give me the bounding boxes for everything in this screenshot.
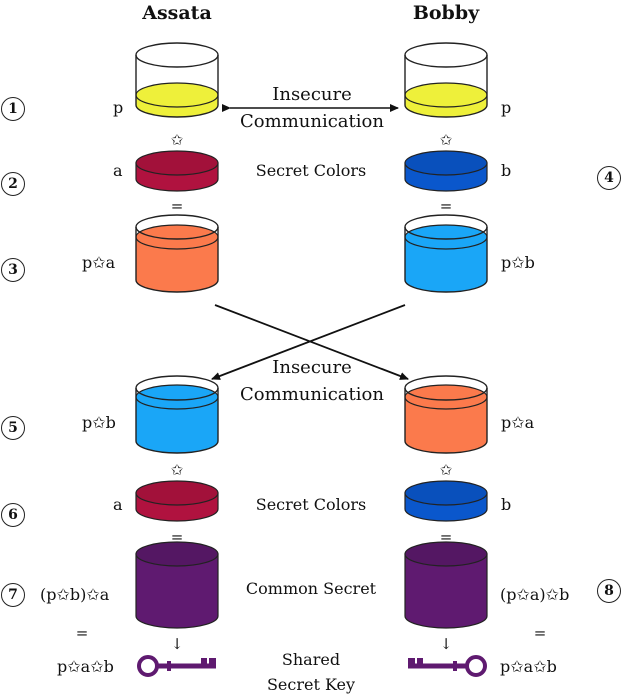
assata-header: Assata <box>142 2 212 24</box>
common-secret-can-right <box>404 541 488 629</box>
communication-label-1: Communication <box>240 111 384 132</box>
bobby-header: Bobby <box>412 2 480 24</box>
step-6-marker: 6 <box>1 503 25 527</box>
down-arrow: ↓ <box>170 635 184 653</box>
secret-b-label-2: b <box>501 495 512 514</box>
equals-operator: = <box>75 624 89 642</box>
star-operator: ✩ <box>439 131 453 149</box>
step-3-marker: 3 <box>1 258 25 282</box>
star-operator: ✩ <box>439 461 453 479</box>
insecure-label-1: Insecure <box>272 84 352 105</box>
received-can-orange-right <box>404 375 488 454</box>
equals-operator: = <box>170 197 184 215</box>
mix-pb-right-label: p✩b <box>501 253 535 272</box>
mix-can-sky-right <box>404 214 488 293</box>
equals-operator: = <box>439 197 453 215</box>
common-left-label: (p✩b)✩a <box>40 585 110 604</box>
secret-color-crimson-2 <box>135 480 219 522</box>
common-right-label: (p✩a)✩b <box>500 585 570 604</box>
mix-pb-left-label: p✩b <box>82 413 116 432</box>
communication-label-2: Communication <box>240 384 384 405</box>
secret-a-label-2: a <box>113 495 123 514</box>
step-1-marker: 1 <box>1 97 25 121</box>
step-5-marker: 5 <box>1 416 25 440</box>
equals-operator: = <box>439 528 453 546</box>
star-operator: ✩ <box>170 131 184 149</box>
shared-key-icon-right <box>408 655 487 677</box>
mix-can-orange-left <box>135 214 219 293</box>
secret-color-blue-2 <box>404 480 488 522</box>
received-can-sky-left <box>135 375 219 454</box>
star-operator: ✩ <box>170 461 184 479</box>
paint-can-yellow-left <box>135 42 219 118</box>
key-left-label: p✩a✩b <box>57 657 114 676</box>
paint-p-left-label: p <box>113 98 124 117</box>
secret-key-label: Secret Key <box>266 675 356 694</box>
shared-label: Shared <box>281 650 341 669</box>
cross-arrow-to-assata <box>211 304 406 380</box>
paint-p-right-label: p <box>501 98 512 117</box>
shared-key-icon-left <box>137 655 216 677</box>
step-4-marker: 4 <box>597 166 621 190</box>
mix-pa-left-label: p✩a <box>82 253 116 272</box>
secret-colors-label-2: Secret Colors <box>255 495 367 514</box>
key-right-label: p✩a✩b <box>500 657 557 676</box>
paint-can-yellow-right <box>404 42 488 118</box>
equals-operator: = <box>170 528 184 546</box>
step-2-marker: 2 <box>1 172 25 196</box>
step-8-marker: 8 <box>597 579 621 603</box>
mix-pa-right-label: p✩a <box>501 413 535 432</box>
insecure-label-2: Insecure <box>272 357 352 378</box>
secret-colors-label-1: Secret Colors <box>255 161 367 180</box>
secret-a-label: a <box>113 161 123 180</box>
common-secret-can-left <box>135 541 219 629</box>
secret-color-blue <box>404 150 488 192</box>
step-7-marker: 7 <box>1 583 25 607</box>
secret-b-label: b <box>501 161 512 180</box>
cross-arrow-to-bobby <box>214 304 409 380</box>
common-secret-label: Common Secret <box>245 579 377 598</box>
equals-operator: = <box>533 624 547 642</box>
down-arrow: ↓ <box>439 635 453 653</box>
secret-color-crimson <box>135 150 219 192</box>
